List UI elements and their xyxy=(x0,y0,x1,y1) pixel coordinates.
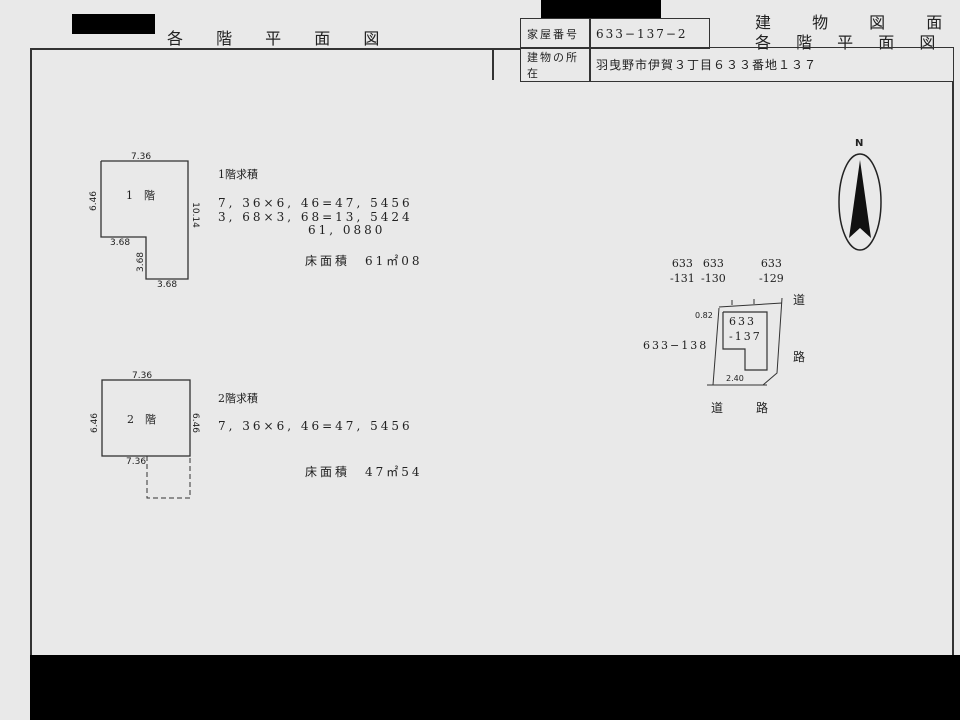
frame-left xyxy=(30,48,32,655)
neighbor-lot-130: 633-130 xyxy=(701,257,726,285)
road-east-2: 路 xyxy=(793,350,809,364)
floor1-dim-left: 6.46 xyxy=(89,190,100,212)
floor2-label: 2 階 xyxy=(127,413,156,426)
floor2-calc-title: 2階求積 xyxy=(218,392,258,405)
dim-0-82: 0.82 xyxy=(695,311,713,320)
frame-top xyxy=(30,48,520,50)
floor2-dim-left: 6.46 xyxy=(90,412,101,434)
floor1-dim-step-h: 3.68 xyxy=(110,238,131,248)
floor1-dim-step-v: 3.68 xyxy=(136,251,147,273)
house-number-value: 633−137−2 xyxy=(589,18,710,49)
frame-tick xyxy=(492,48,494,80)
frame-right xyxy=(952,82,954,655)
floor2-floor-area: 床面積 47㎡54 xyxy=(305,465,423,479)
redaction-top-left xyxy=(72,14,155,34)
compass-ellipse xyxy=(838,153,882,251)
compass-arrow-icon xyxy=(849,160,871,238)
lot-line-left xyxy=(712,307,720,386)
road-south: 道 路 xyxy=(711,401,772,415)
lot-line-top xyxy=(718,302,783,308)
subject-lot-label: 633-137 xyxy=(729,315,762,343)
redaction-top-center xyxy=(541,0,661,19)
floor2-dim-right: 6.46 xyxy=(190,412,201,434)
floor2-dashed-below xyxy=(146,456,191,499)
west-lot-label: 633−138 xyxy=(643,339,709,352)
floor2-outline xyxy=(101,379,191,457)
floor2-dim-bottom: 7.36 xyxy=(126,457,147,467)
floor1-calc-total: 61, 0880 xyxy=(308,223,386,237)
compass-north-label: N xyxy=(855,138,864,149)
neighbor-lot-129: 633-129 xyxy=(759,257,784,285)
neighbor-lot-131: 633-131 xyxy=(670,257,695,285)
floor1-calc-line: 3, 68×3, 68=13, 5424 xyxy=(218,210,413,224)
floor2-dim-top: 7.36 xyxy=(132,371,153,381)
left-title: 各 階 平 面 図 xyxy=(167,29,394,48)
right-title-1: 建 物 図 面 xyxy=(755,13,960,32)
house-number-label: 家屋番号 xyxy=(520,18,591,49)
floor1-calc-title: 1階求積 xyxy=(218,168,258,181)
floor1-dim-right: 10.14 xyxy=(189,202,200,228)
location-label: 建物の所在 xyxy=(520,47,591,82)
floor1-calc-line: 7, 36×6, 46=47, 5456 xyxy=(218,196,413,210)
dim-2-40: 2.40 xyxy=(726,374,744,383)
location-value: 羽曳野市伊賀３丁目６３３番地１３７ xyxy=(589,47,954,82)
floor2-calc-line: 7, 36×6, 46=47, 5456 xyxy=(218,419,413,433)
floor1-dim-bottom: 3.68 xyxy=(157,280,178,290)
redaction-bottom xyxy=(30,655,960,720)
lot-line-right xyxy=(762,297,783,386)
road-east-1: 道 xyxy=(793,293,809,307)
floor1-floor-area: 床面積 61㎡08 xyxy=(305,254,423,268)
floor1-label: 1 階 xyxy=(126,189,155,202)
building-outline xyxy=(722,311,768,371)
floor1-outline xyxy=(100,160,189,280)
floor1-dim-top: 7.36 xyxy=(131,152,152,162)
